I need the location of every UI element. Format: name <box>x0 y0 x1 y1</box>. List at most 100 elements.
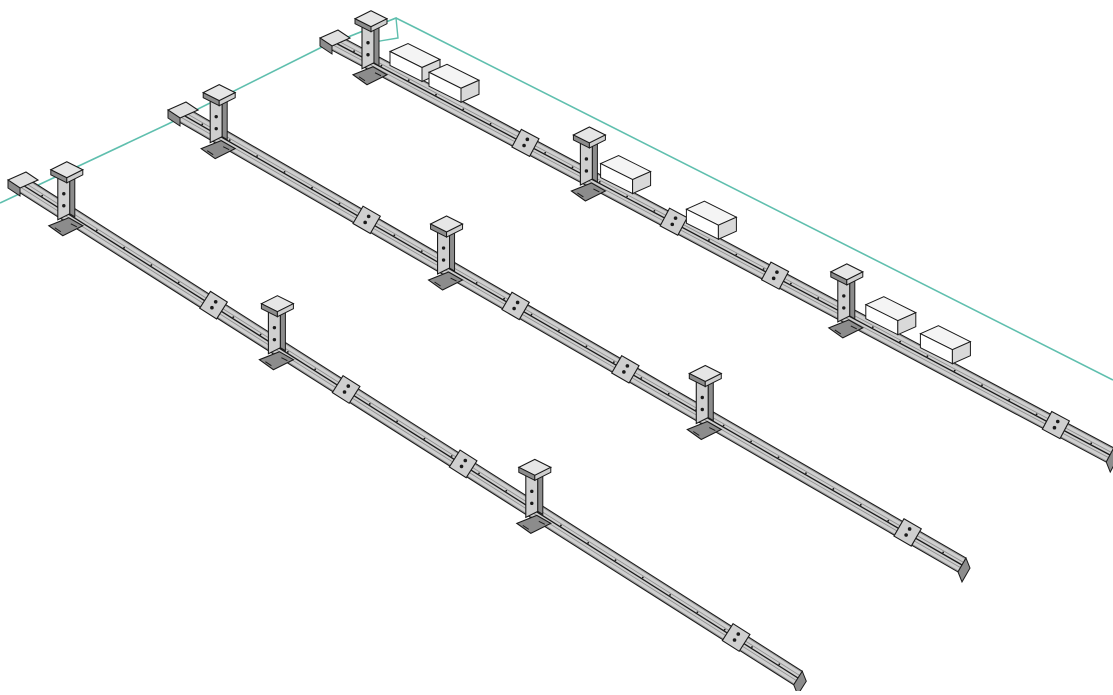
splice-bolt <box>366 214 371 219</box>
box-side <box>460 79 480 104</box>
rail-splice <box>331 374 361 405</box>
rail-hole <box>423 437 426 440</box>
bracket-foot <box>515 514 552 535</box>
rail-hole <box>1008 398 1011 401</box>
bracket-foot-rib <box>434 277 457 287</box>
rail-hole <box>530 313 533 316</box>
splice-bolt <box>512 306 516 311</box>
rail-hole <box>926 355 929 358</box>
bracket-clamp-front <box>588 134 606 149</box>
rail-hole <box>722 424 725 427</box>
end-clamp-side <box>7 179 21 197</box>
bracket-foot-rib <box>577 188 600 198</box>
bracket-bolt <box>214 126 218 131</box>
rail-splice <box>1041 410 1071 440</box>
splice-bolt <box>736 632 741 636</box>
splice-bolt <box>1052 425 1057 430</box>
rail-hole <box>585 345 588 348</box>
rail-hole <box>751 646 753 648</box>
bracket-bolt <box>441 246 446 250</box>
box-side <box>897 311 917 336</box>
bracket-foot <box>258 351 295 371</box>
bracket-bolt <box>62 204 66 208</box>
rail-hole <box>150 264 153 266</box>
rail-edge-line <box>19 179 800 676</box>
rail-edge-line <box>14 187 795 685</box>
rail-hole <box>1090 442 1093 445</box>
rail-hole <box>723 628 726 631</box>
rail-edge-line <box>17 181 799 679</box>
equipment-box <box>685 200 738 241</box>
rail-edge-line <box>177 111 963 566</box>
bracket-foot <box>686 420 723 441</box>
splice-bolt <box>210 305 214 310</box>
rail-hole <box>435 93 437 96</box>
rail-end-clamp <box>6 171 40 197</box>
bracket-clamp-front <box>276 302 294 318</box>
rail-edge-line <box>179 109 964 563</box>
rail-hole <box>396 420 399 423</box>
rail-edge-line <box>333 33 1113 450</box>
rail-hole <box>287 350 289 353</box>
bracket-bolt <box>441 258 446 262</box>
bracket-bolt <box>700 395 704 400</box>
bracket-foot <box>351 66 389 86</box>
rail-hole <box>667 392 670 395</box>
bracket-bolt <box>700 407 704 412</box>
rail-hole <box>778 663 781 666</box>
bracket-clamp-front <box>534 466 552 482</box>
rail-hole <box>612 361 615 364</box>
rail-hole <box>871 326 874 329</box>
rail-hole <box>201 123 204 126</box>
splice-bolt <box>732 638 737 642</box>
bracket-foot-rib <box>206 146 230 156</box>
rail-hole <box>626 195 629 198</box>
splice-plate <box>1041 410 1071 440</box>
rail-edge-line <box>174 117 959 572</box>
bracket-foot-rib <box>358 72 382 82</box>
equipment-box <box>599 154 652 195</box>
bracket-bolt <box>62 192 66 196</box>
rail-hole <box>420 250 423 253</box>
rail-hole <box>750 440 752 443</box>
bracket-bolt <box>272 337 277 342</box>
box-side <box>951 340 971 365</box>
rail-splice <box>511 128 540 158</box>
rail-hole <box>311 186 313 189</box>
rail-hole <box>942 551 945 554</box>
bracket-bolt <box>584 169 589 173</box>
rail-hole <box>762 268 765 270</box>
rail-hole <box>669 593 672 596</box>
bracket-foot-rib <box>54 223 78 233</box>
mounting-bracket <box>47 161 85 237</box>
rail-hole <box>777 456 780 459</box>
splice-bolt <box>346 384 351 388</box>
equipment-box <box>864 296 917 336</box>
rail-hole <box>696 611 699 614</box>
splice-bolt <box>515 300 520 305</box>
bracket-clamp-front <box>66 168 84 184</box>
splice-plate <box>511 128 540 158</box>
splice-bolt <box>1055 419 1060 424</box>
splice-bolt <box>463 458 468 463</box>
mounting-bracket <box>200 84 237 160</box>
bracket-foot <box>200 140 237 160</box>
splice-plate <box>893 518 923 547</box>
bracket-foot-rib <box>522 520 546 530</box>
bracket-bolt <box>584 157 589 161</box>
rail-edge-line <box>331 36 1112 453</box>
rail-splice <box>448 449 478 479</box>
rail-hole <box>805 472 807 475</box>
bracket-foot <box>427 271 464 291</box>
bracket-foot <box>570 182 607 202</box>
rail-hole <box>560 524 562 527</box>
rail-splice <box>352 205 382 235</box>
rail-end-cap <box>957 556 971 584</box>
bracket-bolt <box>272 325 277 330</box>
rail-edge-line <box>326 45 1107 462</box>
rail-edge-line <box>176 114 961 568</box>
box-side <box>632 170 652 195</box>
splice-plate <box>501 291 531 321</box>
rail-hole <box>614 559 617 562</box>
